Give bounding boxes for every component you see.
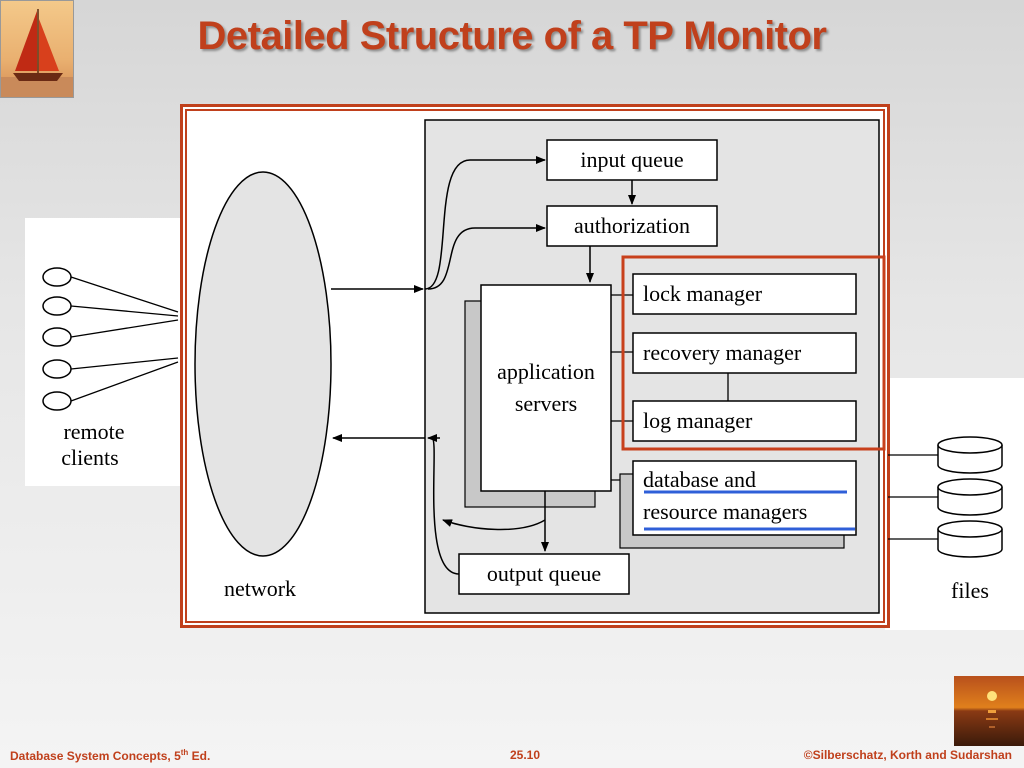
footer-copyright: ©Silberschatz, Korth and Sudarshan <box>803 748 1012 762</box>
files-label: files <box>951 578 989 603</box>
footer-edition: Ed. <box>188 749 211 763</box>
sunset-logo <box>954 676 1024 746</box>
remote-label: remote <box>63 419 124 444</box>
remote-clients-panel <box>25 218 180 486</box>
output-queue-box <box>458 553 630 595</box>
app-servers-label-1: application <box>497 359 595 384</box>
output-queue-label: output queue <box>487 561 601 586</box>
file-cylinder-icon <box>937 520 1003 558</box>
footer-sup: th <box>180 748 189 757</box>
client-node <box>42 267 72 287</box>
client-node <box>42 359 72 379</box>
db-label-1: database and <box>643 467 756 492</box>
db-label-2: resource managers <box>643 499 807 524</box>
input-queue-box <box>546 139 718 181</box>
lock-manager-label: lock manager <box>643 281 763 306</box>
authorization-label: authorization <box>574 213 690 238</box>
sailboat-logo <box>0 0 74 98</box>
lock-manager-box <box>632 273 857 315</box>
remote-clients-group: remote clients <box>42 267 179 470</box>
client-node <box>42 327 72 347</box>
file-cylinder-icon <box>937 478 1003 516</box>
network-label: network <box>224 576 296 601</box>
highlight-box <box>621 255 886 451</box>
recovery-manager-label: recovery manager <box>643 340 802 365</box>
app-servers-label-2: servers <box>515 391 577 416</box>
file-cylinder-icon <box>937 436 1003 474</box>
network-ellipse <box>194 171 332 557</box>
log-manager-box <box>632 400 857 442</box>
slide-title: Detailed Structure of a TP Monitor <box>197 14 828 58</box>
authorization-box <box>546 205 718 247</box>
recovery-manager-box <box>632 332 857 374</box>
clients-label: clients <box>61 445 118 470</box>
client-node <box>42 391 72 411</box>
sailboat-icon <box>1 1 73 97</box>
sunset-icon <box>954 676 1024 746</box>
db-resource-managers-box <box>632 460 857 536</box>
input-queue-label: input queue <box>580 147 683 172</box>
app-servers-box <box>480 284 612 492</box>
footer-page-number: 25.10 <box>509 748 541 762</box>
log-manager-label: log manager <box>643 408 753 433</box>
footer-book-title: Database System Concepts, 5 <box>10 749 181 763</box>
client-node <box>42 296 72 316</box>
footer-left: Database System Concepts, 5th Ed. <box>10 748 210 763</box>
